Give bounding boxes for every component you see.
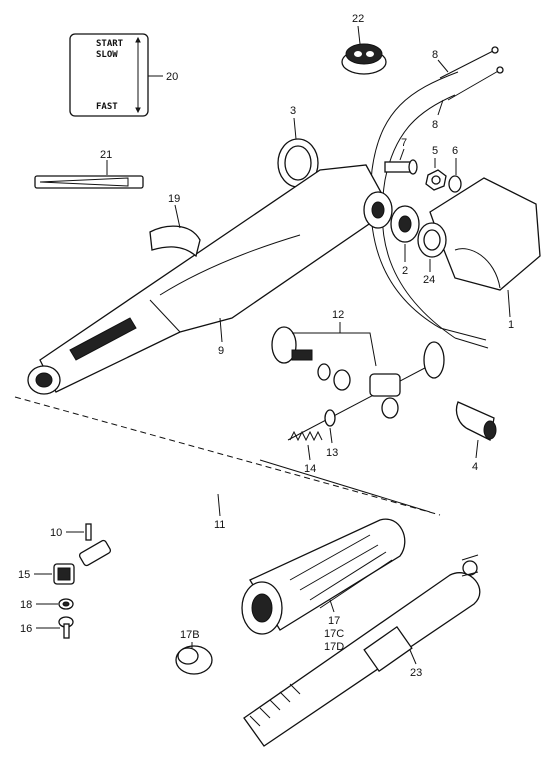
- part-15-block: [53, 563, 75, 585]
- part-2-bushing: [390, 205, 420, 243]
- part-17-throttle-grip: [241, 518, 406, 635]
- part-14-spring: [289, 430, 323, 442]
- callout-24: 24: [423, 274, 435, 286]
- callout-15: 15: [18, 569, 30, 581]
- callout-4: 4: [472, 461, 478, 473]
- callout-10: 10: [50, 527, 62, 539]
- callout-8-upper: 8: [432, 49, 438, 61]
- callout-8-lower: 8: [432, 119, 438, 131]
- decal-fast-text: FAST: [96, 102, 118, 112]
- part-19-clip: [149, 225, 201, 258]
- callout-2: 2: [402, 265, 408, 277]
- part-20-throttle-decal: START SLOW FAST: [69, 33, 149, 117]
- callout-9: 9: [218, 345, 224, 357]
- part-6-washer: [448, 175, 462, 193]
- part-1-cover: [429, 177, 541, 291]
- part-7-bolt: [384, 159, 418, 175]
- callout-17: 17: [328, 615, 340, 627]
- throttle-shaft-assembly: [287, 341, 445, 441]
- decal-start-text: START: [96, 39, 124, 49]
- part-3-washer: [277, 138, 319, 188]
- callout-23: 23: [410, 667, 422, 679]
- callout-12: 12: [332, 309, 344, 321]
- callout-3: 3: [290, 105, 296, 117]
- part-12-throttle-friction: [271, 326, 351, 391]
- callout-11: 11: [214, 519, 225, 531]
- callout-21: 21: [100, 149, 112, 161]
- part-24-washer: [417, 222, 447, 258]
- part-5-nut: [425, 169, 447, 191]
- part-4-cap: [455, 401, 497, 441]
- callout-13: 13: [326, 447, 338, 459]
- callout-labels: 22 8 8 20 3 7 5 6 21 19 2 24 1 12 9 4 13…: [18, 13, 514, 679]
- part-10-pin: [85, 523, 92, 541]
- callout-14: 14: [304, 463, 316, 475]
- part-17B-plug: [175, 645, 213, 675]
- callout-20: 20: [166, 71, 178, 83]
- callout-19: 19: [168, 193, 180, 205]
- part-9-tiller-arm: [27, 164, 393, 395]
- part-22-grommet: [341, 43, 387, 75]
- callout-17D: 17D: [324, 641, 344, 653]
- part-16-screw: [58, 616, 74, 639]
- callout-7: 7: [401, 137, 407, 149]
- callout-18: 18: [20, 599, 32, 611]
- callout-1: 1: [508, 319, 514, 331]
- part-18-washer: [58, 598, 74, 610]
- callout-6: 6: [452, 145, 458, 157]
- callout-22: 22: [352, 13, 364, 25]
- callout-5: 5: [432, 145, 438, 157]
- part-23-tiller-extension: [243, 554, 481, 747]
- part-8-throttle-cables: [369, 46, 504, 349]
- part-13-pin: [324, 409, 336, 427]
- part-21-arrow-decal: [34, 175, 144, 189]
- decal-slow-text: SLOW: [96, 50, 118, 60]
- callout-16: 16: [20, 623, 32, 635]
- part-11-throttle-rod: [78, 459, 251, 567]
- callout-17B: 17B: [180, 629, 200, 641]
- callout-17C: 17C: [324, 628, 344, 640]
